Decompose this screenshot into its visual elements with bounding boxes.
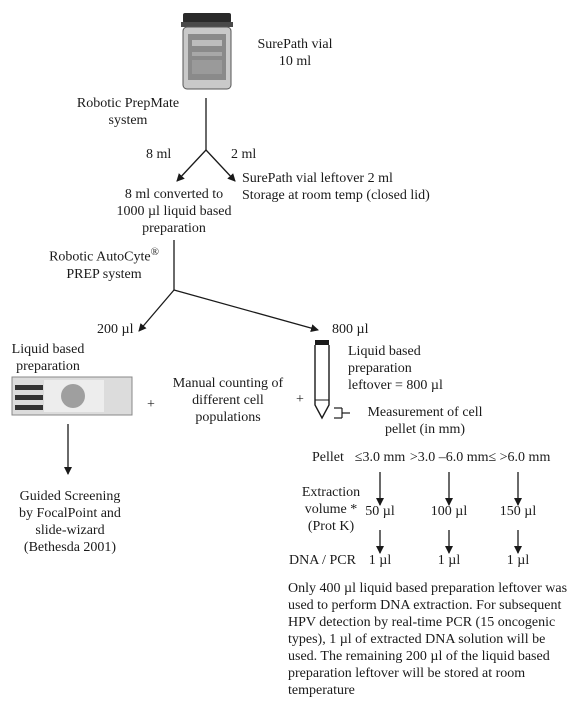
autocyte-name: Robotic AutoCyte — [49, 249, 151, 265]
converted-line2: 1000 µl liquid based — [116, 204, 232, 219]
leftover-vial-label: SurePath vial leftover 2 ml Storage at r… — [242, 170, 430, 204]
extraction-volume-3: 150 µl — [499, 504, 537, 519]
screening-line2: by FocalPoint and — [19, 506, 121, 521]
dna-pcr-volume-3: 1 µl — [506, 553, 530, 568]
split2-right-volume: 800 µl — [332, 322, 369, 337]
pellet-range-2: >3.0 –6.0 mm≤ — [409, 450, 497, 465]
screening-line3: slide-wizard — [35, 523, 105, 538]
extraction-line3: (Prot K) — [307, 519, 355, 534]
converted-line3: preparation — [142, 221, 206, 236]
tube-leftover-line2: preparation — [348, 361, 412, 376]
slide-image — [11, 376, 133, 416]
manual-count-line2: different cell — [192, 393, 264, 408]
measurement-line1: Measurement of cell — [367, 405, 483, 420]
split1-right-volume: 2 ml — [231, 147, 257, 162]
manual-count-line3: populations — [195, 410, 261, 425]
leftover-vial-line2: Storage at room temp (closed lid) — [242, 188, 430, 203]
autocyte-line2: PREP system — [66, 266, 142, 282]
tube-image — [314, 340, 330, 420]
screening-label: Guided Screening by FocalPoint and slide… — [6, 488, 134, 556]
tube-leftover-line1: Liquid based — [348, 344, 421, 359]
split-arrows-2 — [138, 240, 319, 332]
prepmate-line2: system — [108, 113, 148, 128]
vial-label-line2: 10 ml — [278, 54, 312, 69]
extraction-line1: Extraction — [301, 485, 361, 500]
measurement-bracket — [334, 407, 350, 419]
split2-left-volume: 200 µl — [97, 322, 134, 337]
extraction-volume-2: 100 µl — [430, 504, 468, 519]
pellet-range-1: ≤3.0 mm — [354, 450, 406, 465]
tube-leftover-label: Liquid based preparation leftover = 800 … — [348, 343, 443, 394]
extraction-line2: volume * — [304, 502, 358, 517]
manual-count-label: Manual counting of different cell popula… — [161, 375, 295, 426]
prepmate-line1: Robotic PrepMate — [76, 96, 180, 111]
screening-line4: (Bethesda 2001) — [23, 540, 117, 555]
dna-pcr-label: DNA / PCR — [289, 553, 356, 568]
extraction-volume-1: 50 µl — [365, 504, 395, 519]
manual-count-line1: Manual counting of — [172, 376, 284, 391]
tube-leftover-line3: leftover = 800 µl — [348, 378, 443, 393]
extraction-label: Extraction volume * (Prot K) — [298, 484, 364, 535]
converted-label: 8 ml converted to 1000 µl liquid based p… — [104, 186, 244, 237]
dna-pcr-volume-2: 1 µl — [437, 553, 461, 568]
converted-line1: 8 ml converted to — [124, 187, 224, 202]
measurement-line2: pellet (in mm) — [384, 422, 466, 437]
split1-left-volume: 8 ml — [146, 147, 172, 162]
pellet-label: Pellet — [312, 450, 344, 465]
measurement-label: Measurement of cell pellet (in mm) — [350, 404, 500, 438]
prepmate-label: Robotic PrepMate system — [66, 95, 190, 129]
leftover-vial-line1: SurePath vial leftover 2 ml — [242, 171, 393, 186]
autocyte-line1: Robotic AutoCyte® — [34, 244, 174, 266]
split-arrows-1 — [176, 98, 236, 182]
surepath-vial-image — [181, 13, 233, 90]
slide-prep-line2: preparation — [16, 359, 80, 374]
registered-mark: ® — [150, 246, 159, 258]
plus-sign-2: + — [296, 392, 304, 407]
screening-line1: Guided Screening — [19, 489, 121, 504]
slide-prep-label: Liquid based preparation — [0, 341, 96, 375]
vial-label: SurePath vial 10 ml — [250, 36, 340, 70]
pellet-range-3: >6.0 mm — [499, 450, 551, 465]
slide-prep-line1: Liquid based — [11, 342, 85, 357]
vial-label-line1: SurePath vial — [257, 37, 333, 52]
plus-sign-1: + — [147, 397, 155, 412]
footnote-text: Only 400 µl liquid based preparation lef… — [288, 581, 568, 698]
dna-pcr-volume-1: 1 µl — [368, 553, 392, 568]
autocyte-label: Robotic AutoCyte® PREP system — [34, 244, 174, 283]
